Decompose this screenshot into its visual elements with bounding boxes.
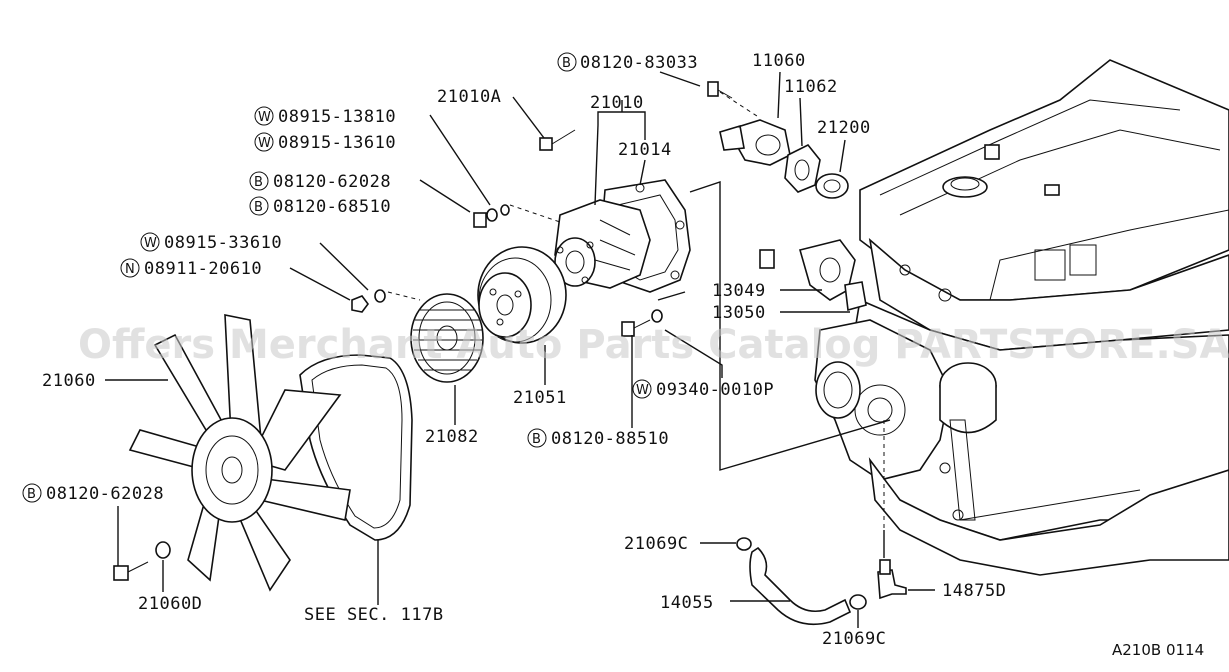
- callout-08120-83033: 08120-83033: [580, 53, 698, 73]
- callout-08120-88510: 08120-88510: [551, 429, 669, 449]
- callout-21060: 21060: [42, 371, 96, 391]
- prefix-w: W: [258, 136, 271, 151]
- callout-13050: 13050: [712, 303, 766, 323]
- callout-08911-20610: 08911-20610: [144, 259, 262, 279]
- callout-08915-33610: 08915-33610: [164, 233, 282, 253]
- engine-block: [814, 59, 1229, 576]
- callout-21010a: 21010A: [437, 87, 501, 107]
- callout-11060: 11060: [752, 51, 806, 71]
- water-hose: [736, 537, 907, 626]
- callout-08120-62028-top: 08120-62028: [273, 172, 391, 192]
- callout-21051: 21051: [513, 388, 567, 408]
- callout-13049: 13049: [712, 281, 766, 301]
- callout-08120-68510: 08120-68510: [273, 197, 391, 217]
- prefix-b: B: [27, 487, 36, 502]
- leader-lines: [105, 71, 935, 628]
- callout-08120-62028-bottom: 08120-62028: [46, 484, 164, 504]
- cooling-fan: [128, 314, 351, 592]
- callout-21014: 21014: [618, 140, 672, 160]
- callout-14055: 14055: [660, 593, 714, 613]
- see-section-note: SEE SEC. 117B: [304, 605, 444, 625]
- fan-coupling: [410, 293, 484, 383]
- prefix-w: W: [636, 383, 649, 398]
- figure-code: A210B 0114: [1112, 641, 1204, 659]
- callout-21010: 21010: [590, 93, 644, 113]
- callout-21060d: 21060D: [138, 594, 202, 614]
- callout-21200: 21200: [817, 118, 871, 138]
- watermark: Offers Merchant Auto Parts Catalog PARTS…: [78, 322, 1229, 368]
- callout-08915-13810: 08915-13810: [278, 107, 396, 127]
- callout-09340-0010p: 09340-0010P: [656, 380, 774, 400]
- callout-11062: 11062: [784, 77, 838, 97]
- callout-14875d: 14875D: [942, 581, 1006, 601]
- water-outlet: [719, 119, 791, 166]
- prefix-b: B: [532, 432, 541, 447]
- callout-21069c-bottom: 21069C: [822, 629, 886, 649]
- water-inlet: [759, 239, 867, 312]
- callout-21082: 21082: [425, 427, 479, 447]
- thermostat: [815, 173, 849, 199]
- prefix-b: B: [562, 56, 571, 71]
- callout-08915-13610: 08915-13610: [278, 133, 396, 153]
- fan-pulley: [477, 246, 567, 344]
- prefix-w: W: [144, 236, 157, 251]
- prefix-b: B: [254, 175, 263, 190]
- prefix-n: N: [125, 262, 135, 277]
- outlet-bolt: [707, 81, 733, 99]
- prefix-w: W: [258, 110, 271, 125]
- prefix-b: B: [254, 200, 263, 215]
- outlet-gasket: [784, 143, 821, 193]
- small-hardware: [113, 129, 663, 581]
- callout-21069c-top: 21069C: [624, 534, 688, 554]
- water-pump: [554, 199, 651, 289]
- callout-labels: B 08120-83033 11060 11062 21200 21010A 2…: [22, 51, 1204, 659]
